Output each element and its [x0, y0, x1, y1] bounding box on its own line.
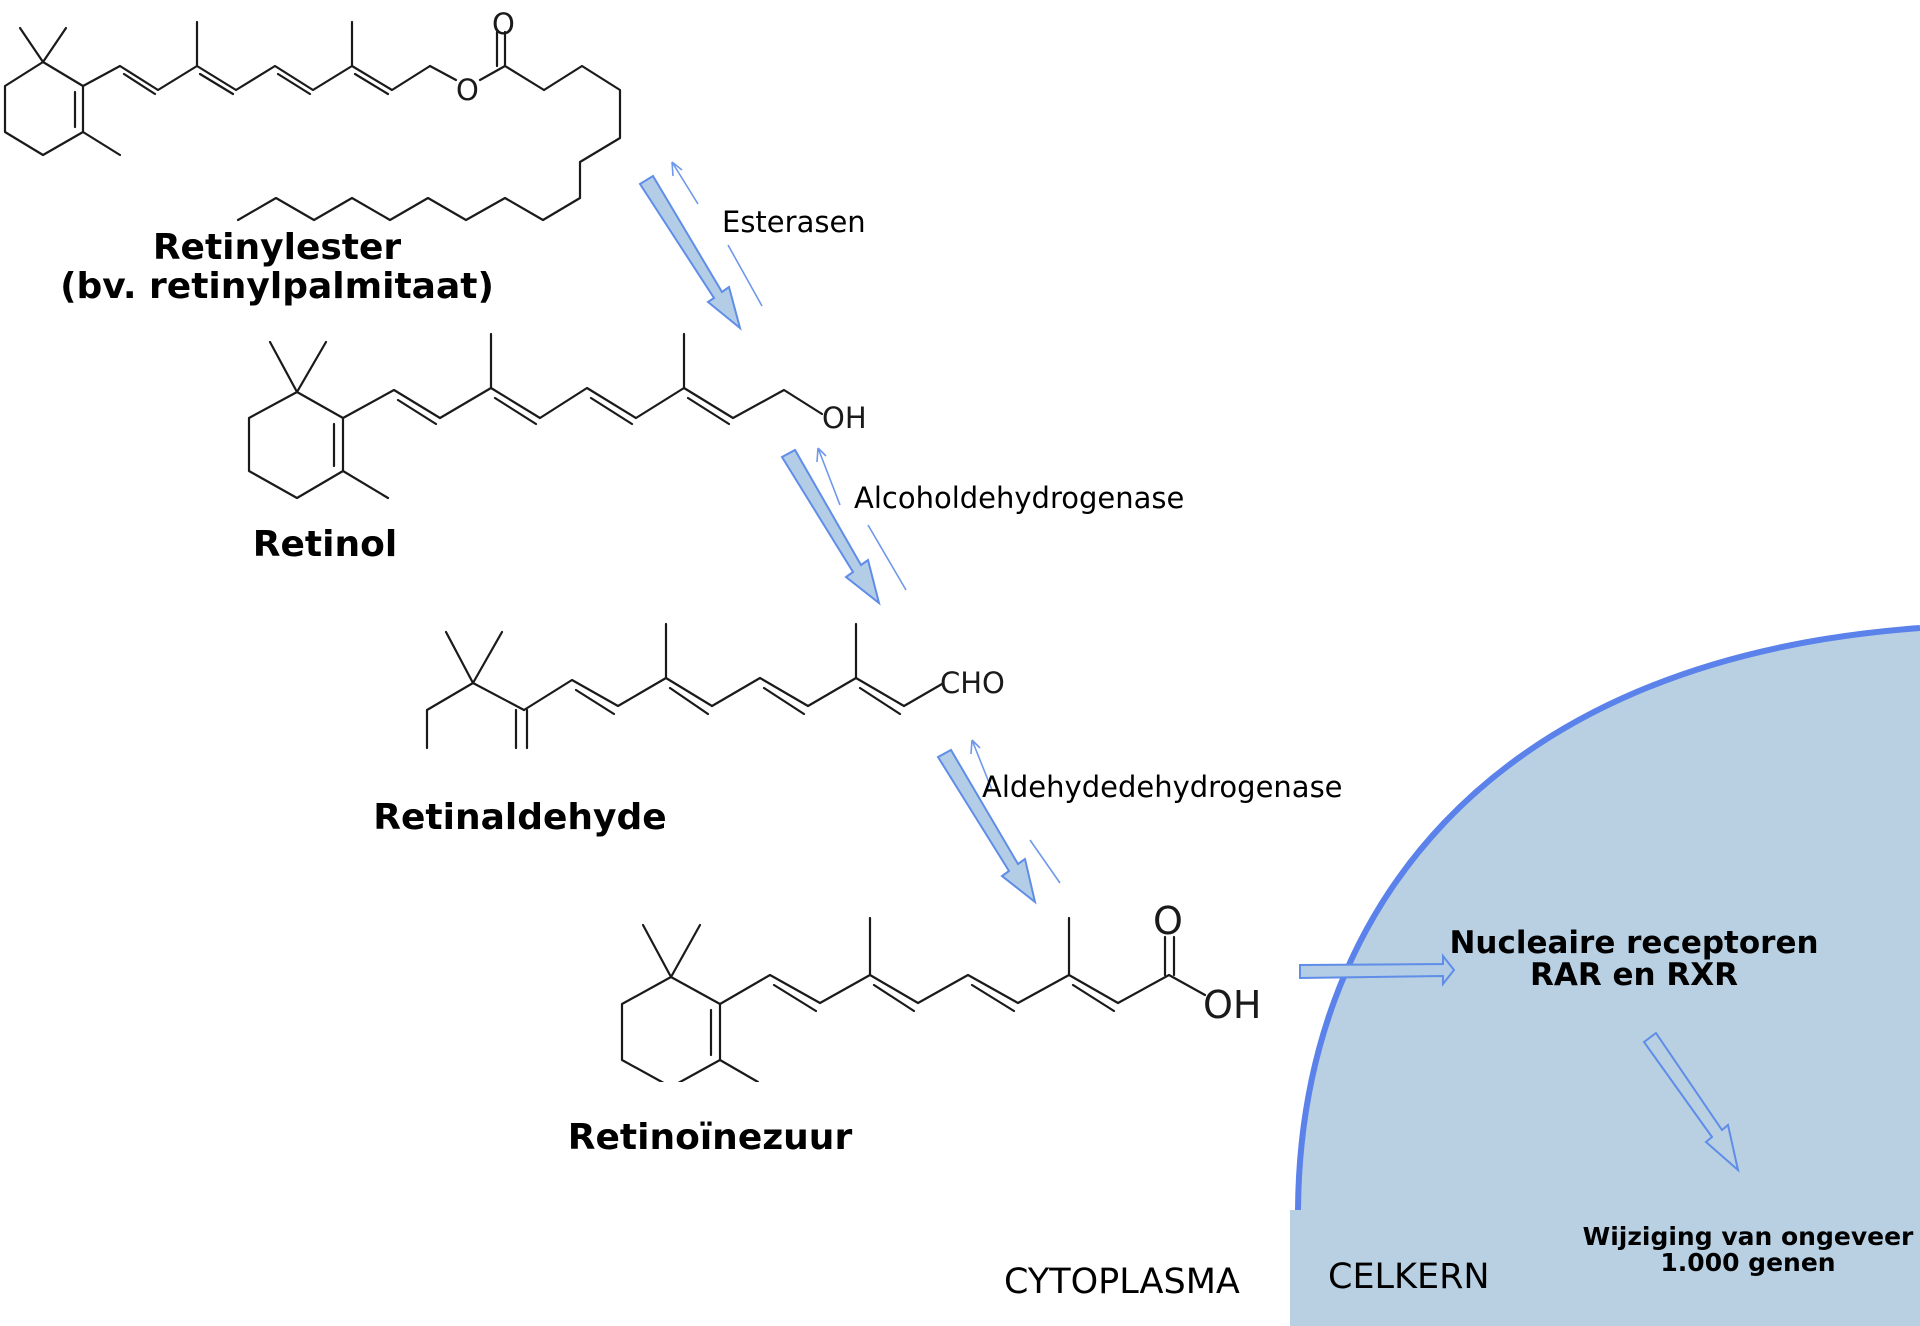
carbonyl-o-label: O — [1153, 899, 1183, 943]
nuclear-receptors-label: Nucleaire receptoren — [1449, 925, 1818, 961]
cytoplasm-label: CYTOPLASMA — [1004, 1262, 1240, 1302]
aldehyde-dehydrogenase-label: Aldehydedehydrogenase — [982, 770, 1343, 804]
ester-oxygen-label: O — [456, 73, 479, 107]
retinaldehyde-label: Retinaldehyde — [373, 797, 666, 838]
retinaldehyde-cho-label: CHO — [940, 666, 1005, 700]
alcohol-dehydrogenase-arrows — [780, 447, 907, 606]
retinyl-ester-sublabel: (bv. retinylpalmitaat) — [60, 266, 494, 307]
retinyl-ester-structure: O O — [3, 7, 622, 222]
retinol-structure: OH — [247, 332, 867, 500]
retinoic-acid-label: Retinoïnezuur — [568, 1117, 853, 1158]
retinol-oh-label: OH — [822, 401, 867, 435]
esterase-arrows — [638, 161, 763, 331]
aldehyde-dehydrogenase-arrows — [936, 739, 1061, 905]
nucleus-label: CELKERN — [1328, 1257, 1490, 1297]
esterase-label: Esterasen — [722, 205, 866, 239]
gene-change-label: Wijziging van ongeveer — [1583, 1222, 1914, 1251]
retinoic-acid-structure: O OH — [620, 899, 1261, 1089]
rar-rxr-label: RAR en RXR — [1530, 957, 1738, 993]
retinol-label: Retinol — [253, 524, 397, 565]
retinaldehyde-structure: CHO — [425, 622, 1005, 750]
retinyl-ester-label: Retinylester — [153, 227, 402, 268]
gene-count-label: 1.000 genen — [1660, 1248, 1835, 1277]
carbonyl-oxygen-label: O — [492, 7, 515, 41]
to-genes-arrow — [1642, 1031, 1740, 1173]
retinoic-acid-oh-label: OH — [1203, 983, 1261, 1027]
nucleus-membrane — [1295, 625, 1920, 1211]
to-nucleus-arrow — [1299, 953, 1456, 987]
alcohol-dehydrogenase-label: Alcoholdehydrogenase — [854, 481, 1184, 515]
nucleus-label-box — [1290, 1210, 1350, 1326]
nucleus-body — [1290, 628, 1920, 1326]
nucleus-region — [1290, 625, 1920, 1326]
